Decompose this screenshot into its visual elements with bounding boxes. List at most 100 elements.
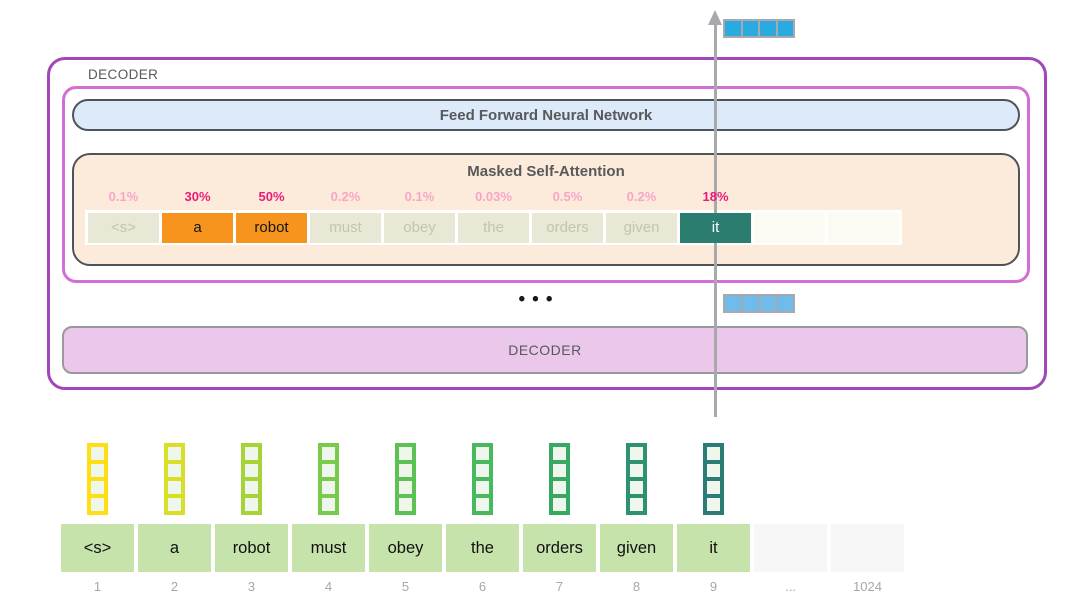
input-column: orders 7	[523, 443, 596, 594]
position-number: ...	[785, 579, 796, 594]
hidden-state-vector	[723, 294, 795, 313]
attention-column: 18% it	[680, 186, 751, 243]
input-column: it 9	[677, 443, 750, 594]
input-column: a 2	[138, 443, 211, 594]
embedding-cell	[630, 464, 643, 477]
attention-token-cell: <s>	[88, 213, 159, 243]
token-embedding-vector	[549, 443, 570, 515]
masked-self-attention-box: Masked Self-Attention	[72, 153, 1020, 266]
embedding-cell	[553, 464, 566, 477]
embedding-cell	[707, 498, 720, 511]
decoder-outer-label: DECODER	[88, 67, 159, 82]
input-column: must 4	[292, 443, 365, 594]
embedding-cell	[91, 498, 104, 511]
embedding-cell	[91, 464, 104, 477]
attention-token-cell: a	[162, 213, 233, 243]
input-column: given 8	[600, 443, 673, 594]
embedding-cell	[630, 481, 643, 494]
attention-column: 0.1% <s>	[88, 186, 159, 243]
token-embedding-vector	[241, 443, 262, 515]
embedding-cell	[630, 498, 643, 511]
attention-token-cell: orders	[532, 213, 603, 243]
input-column: <s> 1	[61, 443, 134, 594]
input-column: 1024	[831, 443, 904, 594]
embedding-cell	[476, 464, 489, 477]
feed-forward-box: Feed Forward Neural Network	[72, 99, 1020, 131]
input-token-cell	[754, 524, 827, 572]
attention-score-label: 0.2%	[330, 189, 361, 204]
vector-cell	[725, 21, 741, 36]
token-embedding-vector	[87, 443, 108, 515]
embedding-cell	[399, 464, 412, 477]
embedding-cell	[399, 447, 412, 460]
position-number: 7	[555, 579, 564, 594]
vector-cell	[777, 21, 793, 36]
embedding-cell	[245, 481, 258, 494]
decoder-layer-frame	[62, 86, 1030, 283]
input-token-cell: robot	[215, 524, 288, 572]
vector-cell	[742, 21, 758, 36]
embedding-cell	[322, 498, 335, 511]
embedding-cell	[707, 447, 720, 460]
input-column: the 6	[446, 443, 519, 594]
token-embedding-vector	[318, 443, 339, 515]
feed-forward-label: Feed Forward Neural Network	[439, 106, 653, 124]
attention-score-label: 0.1%	[108, 189, 139, 204]
attention-score-label: 0.2%	[626, 189, 657, 204]
attention-token-cell: must	[310, 213, 381, 243]
attention-token-cell: given	[606, 213, 677, 243]
decoder-outer-box: DECODER	[47, 57, 1047, 390]
masked-self-attention-title: Masked Self-Attention	[467, 163, 625, 180]
input-token-cell: obey	[369, 524, 442, 572]
embedding-cell	[168, 464, 181, 477]
token-embedding-vector	[472, 443, 493, 515]
decoder-pill: DECODER	[62, 326, 1028, 374]
attention-score-label: 0.1%	[404, 189, 435, 204]
input-column: robot 3	[215, 443, 288, 594]
attention-column: 30% a	[162, 186, 233, 243]
embedding-cell	[553, 498, 566, 511]
input-token-cell	[831, 524, 904, 572]
vector-cell	[760, 21, 776, 36]
input-token-cell: a	[138, 524, 211, 572]
embedding-cell	[168, 481, 181, 494]
embedding-cell	[476, 481, 489, 494]
embedding-cell	[630, 447, 643, 460]
vector-cell	[725, 296, 741, 311]
embedding-cell	[476, 447, 489, 460]
attention-token-cell: robot	[236, 213, 307, 243]
embedding-cell	[322, 481, 335, 494]
embedding-cell	[553, 481, 566, 494]
attention-column: 0.1% obey	[384, 186, 455, 243]
embedding-cell	[245, 447, 258, 460]
decoder-pill-label: DECODER	[508, 342, 582, 358]
attention-score-label: 0.5%	[552, 189, 583, 204]
embedding-cell	[91, 481, 104, 494]
position-number: 9	[709, 579, 718, 594]
output-vector	[723, 19, 795, 38]
input-token-cell: the	[446, 524, 519, 572]
embedding-cell	[322, 447, 335, 460]
input-token-cell: given	[600, 524, 673, 572]
attention-column: 0.2% given	[606, 186, 677, 243]
position-number: 8	[632, 579, 641, 594]
attention-column: 50% robot	[236, 186, 307, 243]
embedding-cell	[707, 481, 720, 494]
embedding-cell	[553, 447, 566, 460]
input-token-cell: it	[677, 524, 750, 572]
position-number: 4	[324, 579, 333, 594]
embedding-cell	[707, 464, 720, 477]
input-token-cell: orders	[523, 524, 596, 572]
attention-score-label: 0.03%	[475, 189, 512, 204]
position-number: 2	[170, 579, 179, 594]
attention-token-cell	[754, 213, 825, 243]
attention-token-cell: the	[458, 213, 529, 243]
attention-column: 0.5% orders	[532, 186, 603, 243]
embedding-cell	[168, 498, 181, 511]
attention-token-cell	[828, 213, 899, 243]
input-token-cell: <s>	[61, 524, 134, 572]
token-embedding-vector	[626, 443, 647, 515]
position-number: 6	[478, 579, 487, 594]
vector-cell	[777, 296, 793, 311]
